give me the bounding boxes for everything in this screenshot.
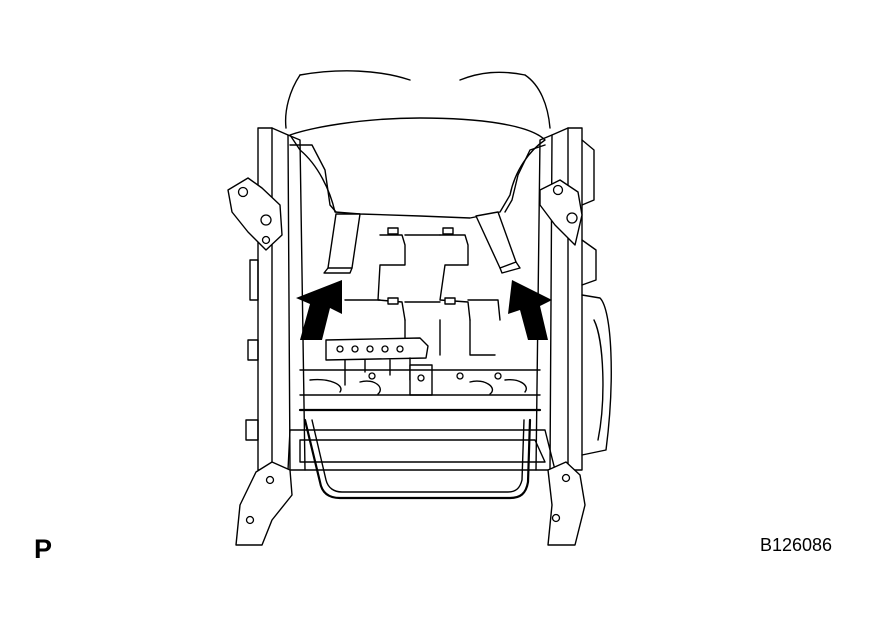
left-side-frame xyxy=(245,127,306,471)
left-recliner-bracket xyxy=(227,177,283,251)
lower-frame xyxy=(298,369,542,412)
cushion-frame xyxy=(287,418,556,500)
right-seatback-strap xyxy=(475,211,517,269)
left-removal-arrow-icon xyxy=(296,280,342,340)
left-seatback-strap xyxy=(327,213,361,269)
right-removal-arrow-icon xyxy=(508,280,552,340)
right-recliner-bracket xyxy=(539,179,583,246)
figure-id-label: B126086 xyxy=(760,535,833,555)
view-code-label: P xyxy=(34,534,53,564)
middle-cross-bar xyxy=(325,337,433,396)
headrest xyxy=(284,70,551,129)
upper-frame-contour xyxy=(289,144,337,213)
wire-spring-grid xyxy=(344,227,501,356)
left-leg-bracket xyxy=(235,461,293,546)
right-leg-bracket xyxy=(547,461,586,546)
seatback-cushion xyxy=(289,117,546,219)
